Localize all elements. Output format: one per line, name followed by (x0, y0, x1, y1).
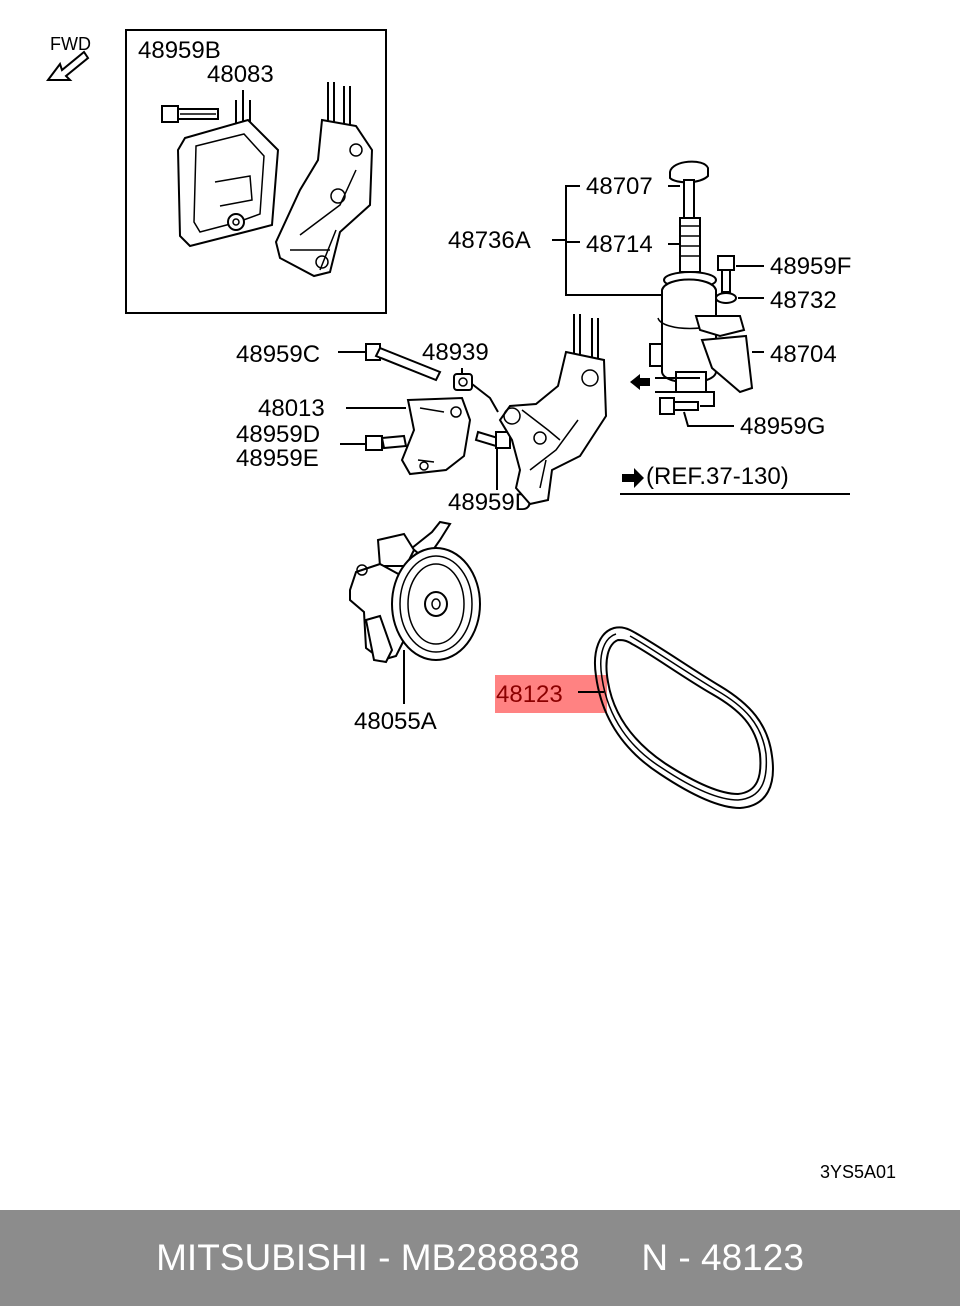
mount-bracket-icon (498, 314, 608, 506)
bracket-inset-icon (274, 82, 374, 278)
label-48939: 48939 (422, 339, 489, 366)
diagram-code: 3YS5A01 (820, 1162, 896, 1182)
pump-group: 48055A (349, 520, 481, 735)
label-48732: 48732 (770, 287, 837, 314)
inset-box: 48959B 48083 (125, 29, 387, 314)
ref-label: (REF.37-130) (646, 463, 789, 490)
reservoir-cap-48707-icon (669, 160, 709, 219)
footer-brand: MITSUBISHI (156, 1237, 368, 1278)
label-48959C: 48959C (236, 341, 320, 368)
reservoir-group: 48707 48736A 48714 48959F 48732 48704 (448, 160, 851, 394)
bolt-48959F-icon (717, 255, 764, 293)
label-48704: 48704 (770, 341, 837, 368)
label-48714: 48714 (586, 231, 653, 258)
ref-callout: (REF.37-130) (620, 463, 850, 495)
label-48707: 48707 (586, 173, 653, 200)
bracket-48704-icon (694, 315, 764, 394)
flow-arrow-icon (630, 374, 650, 390)
bracket-48013-icon (346, 396, 472, 476)
label-48959G: 48959G (740, 413, 825, 440)
nut-48939-icon (453, 368, 499, 413)
fwd-label: FWD (50, 34, 91, 54)
label-48055A: 48055A (354, 708, 437, 735)
bolt-48959G-icon (659, 391, 734, 427)
label-48959D-center: 48959D (448, 489, 532, 516)
bracket-group: 48959C 48939 48013 48959D 48959E 48959D … (236, 314, 850, 516)
strainer-48714-icon (679, 217, 701, 273)
footer-bar: MITSUBISHI - MB288838 N - 48123 (0, 1210, 960, 1306)
bolt-48959B-icon (161, 105, 219, 123)
label-48959B: 48959B (138, 37, 221, 64)
label-48013: 48013 (258, 395, 325, 422)
highlight-48123 (495, 675, 607, 713)
label-48123: 48123 (496, 681, 563, 708)
washer-48732-icon (715, 292, 764, 304)
label-48959D-left: 48959D (236, 421, 320, 448)
footer-separator: - (378, 1237, 391, 1278)
belt-48123-icon (594, 626, 774, 810)
parts-diagram: FWD 48959B 48083 (46, 29, 896, 1182)
label-48083: 48083 (207, 61, 274, 88)
footer-index-number: 48123 (701, 1237, 804, 1278)
belt-group: 48123 (495, 626, 774, 810)
footer-part-number: MB288838 (400, 1237, 580, 1278)
ref-arrow-icon (622, 468, 644, 488)
label-48959F: 48959F (770, 253, 851, 280)
cover-48083-icon (176, 118, 280, 248)
bolt-48959D-left-icon (340, 434, 408, 451)
bolt-48959C-icon (338, 343, 442, 382)
bolt-48959D-center-icon (474, 430, 511, 490)
label-48959E: 48959E (236, 445, 319, 472)
fwd-indicator: FWD (46, 34, 91, 81)
reservoir-tank-icon (649, 271, 723, 393)
footer-index-prefix: N (641, 1237, 669, 1278)
pump-48055A-icon (349, 520, 481, 664)
fwd-arrow-icon (46, 50, 90, 81)
label-48736A: 48736A (448, 227, 531, 254)
